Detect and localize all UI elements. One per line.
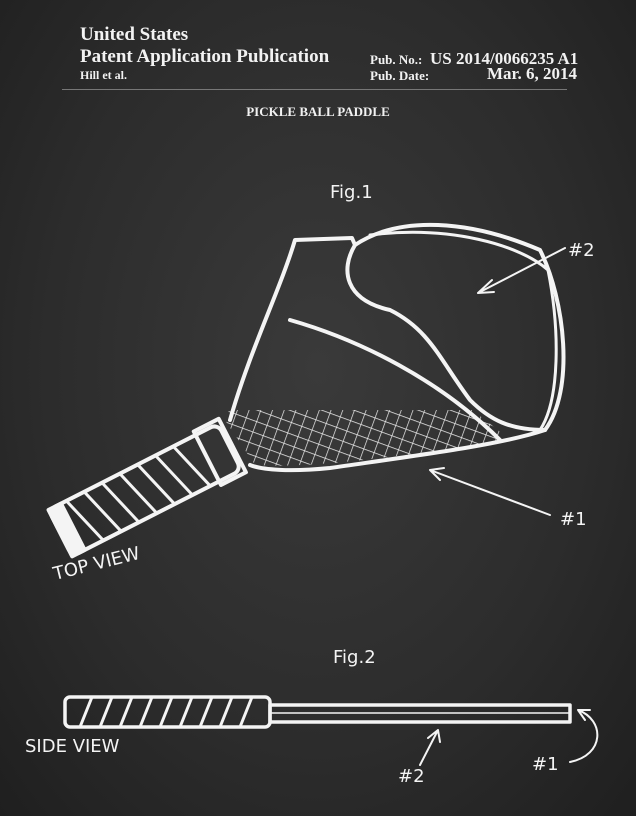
country: United States <box>80 24 189 45</box>
publication-type: Patent Application Publication <box>80 46 330 67</box>
fig1-paddle: Fig.1 #2 #1 TOP VIEW <box>46 182 595 585</box>
fig2-paddle: Fig.2 SIDE VIEW #2 #1 <box>25 647 599 787</box>
side-ref2-arrow <box>419 729 441 766</box>
side-ref1-arrow <box>569 709 599 763</box>
ref2-arrow <box>477 247 566 294</box>
fig1-label: Fig.1 <box>330 182 373 203</box>
face-inner <box>368 230 558 432</box>
fig2-ref1: #1 <box>532 754 559 775</box>
patent-title: PICKLE BALL PADDLE <box>246 104 390 119</box>
fig2-ref2: #2 <box>398 766 425 787</box>
pub-date-label: Pub. Date: <box>370 68 430 83</box>
face-divider <box>288 318 502 442</box>
fig1-ref2: #2 <box>568 240 595 261</box>
fig2-label: Fig.2 <box>333 647 376 668</box>
fig1-ref1: #1 <box>560 509 587 530</box>
face-edge <box>345 243 547 432</box>
inventors: Hill et al. <box>80 68 127 82</box>
fig1-view: TOP VIEW <box>50 543 142 585</box>
handle-grip <box>46 416 248 559</box>
pub-no: US 2014/0066235 A1 <box>430 49 579 68</box>
paddle-head-outline <box>228 222 566 473</box>
header-divider <box>62 89 567 90</box>
ref1-arrow <box>429 467 551 516</box>
pub-date: Mar. 6, 2014 <box>487 64 578 83</box>
fig2-view: SIDE VIEW <box>25 736 120 757</box>
pub-no-label: Pub. No.: <box>370 52 423 67</box>
